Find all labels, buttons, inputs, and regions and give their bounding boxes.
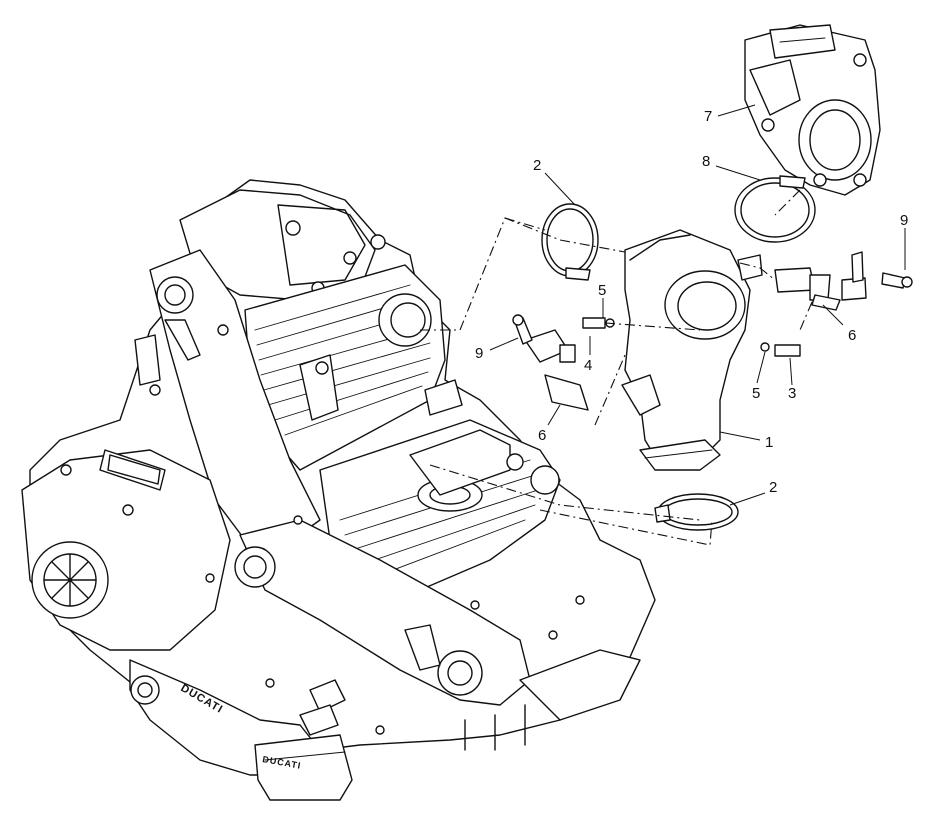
callout-labels: 2 7 8 9 5 9 4 6 5 3 6 1 2	[475, 108, 908, 496]
callout-9-right: 9	[900, 212, 908, 229]
injector-right	[774, 251, 867, 311]
hose-clamp-upper	[541, 203, 599, 281]
assembly-guide-lines	[420, 189, 813, 546]
throttle-body	[744, 24, 881, 196]
screw-left	[512, 314, 533, 345]
hose-clamp-lower	[654, 493, 739, 531]
screw-right	[881, 272, 913, 289]
callout-5-left: 5	[598, 282, 606, 299]
callout-leaders	[489, 104, 906, 506]
callout-1: 1	[765, 434, 773, 451]
intake-manifold	[621, 229, 763, 471]
sensor-right	[760, 342, 801, 357]
callout-3: 3	[788, 385, 796, 402]
callout-6-left: 6	[538, 427, 546, 444]
callout-8: 8	[702, 153, 710, 170]
callout-5-right: 5	[752, 385, 760, 402]
engine-assembly: DUCATI DUCATI	[21, 179, 656, 801]
hose-clamp-throttle	[734, 175, 816, 243]
callout-6-right: 6	[848, 327, 856, 344]
callout-7: 7	[704, 108, 712, 125]
injector-left	[524, 329, 589, 411]
callout-9-left: 9	[475, 345, 483, 362]
callout-2-upper: 2	[533, 157, 541, 174]
callout-2-lower: 2	[769, 479, 777, 496]
callout-4: 4	[584, 357, 592, 374]
